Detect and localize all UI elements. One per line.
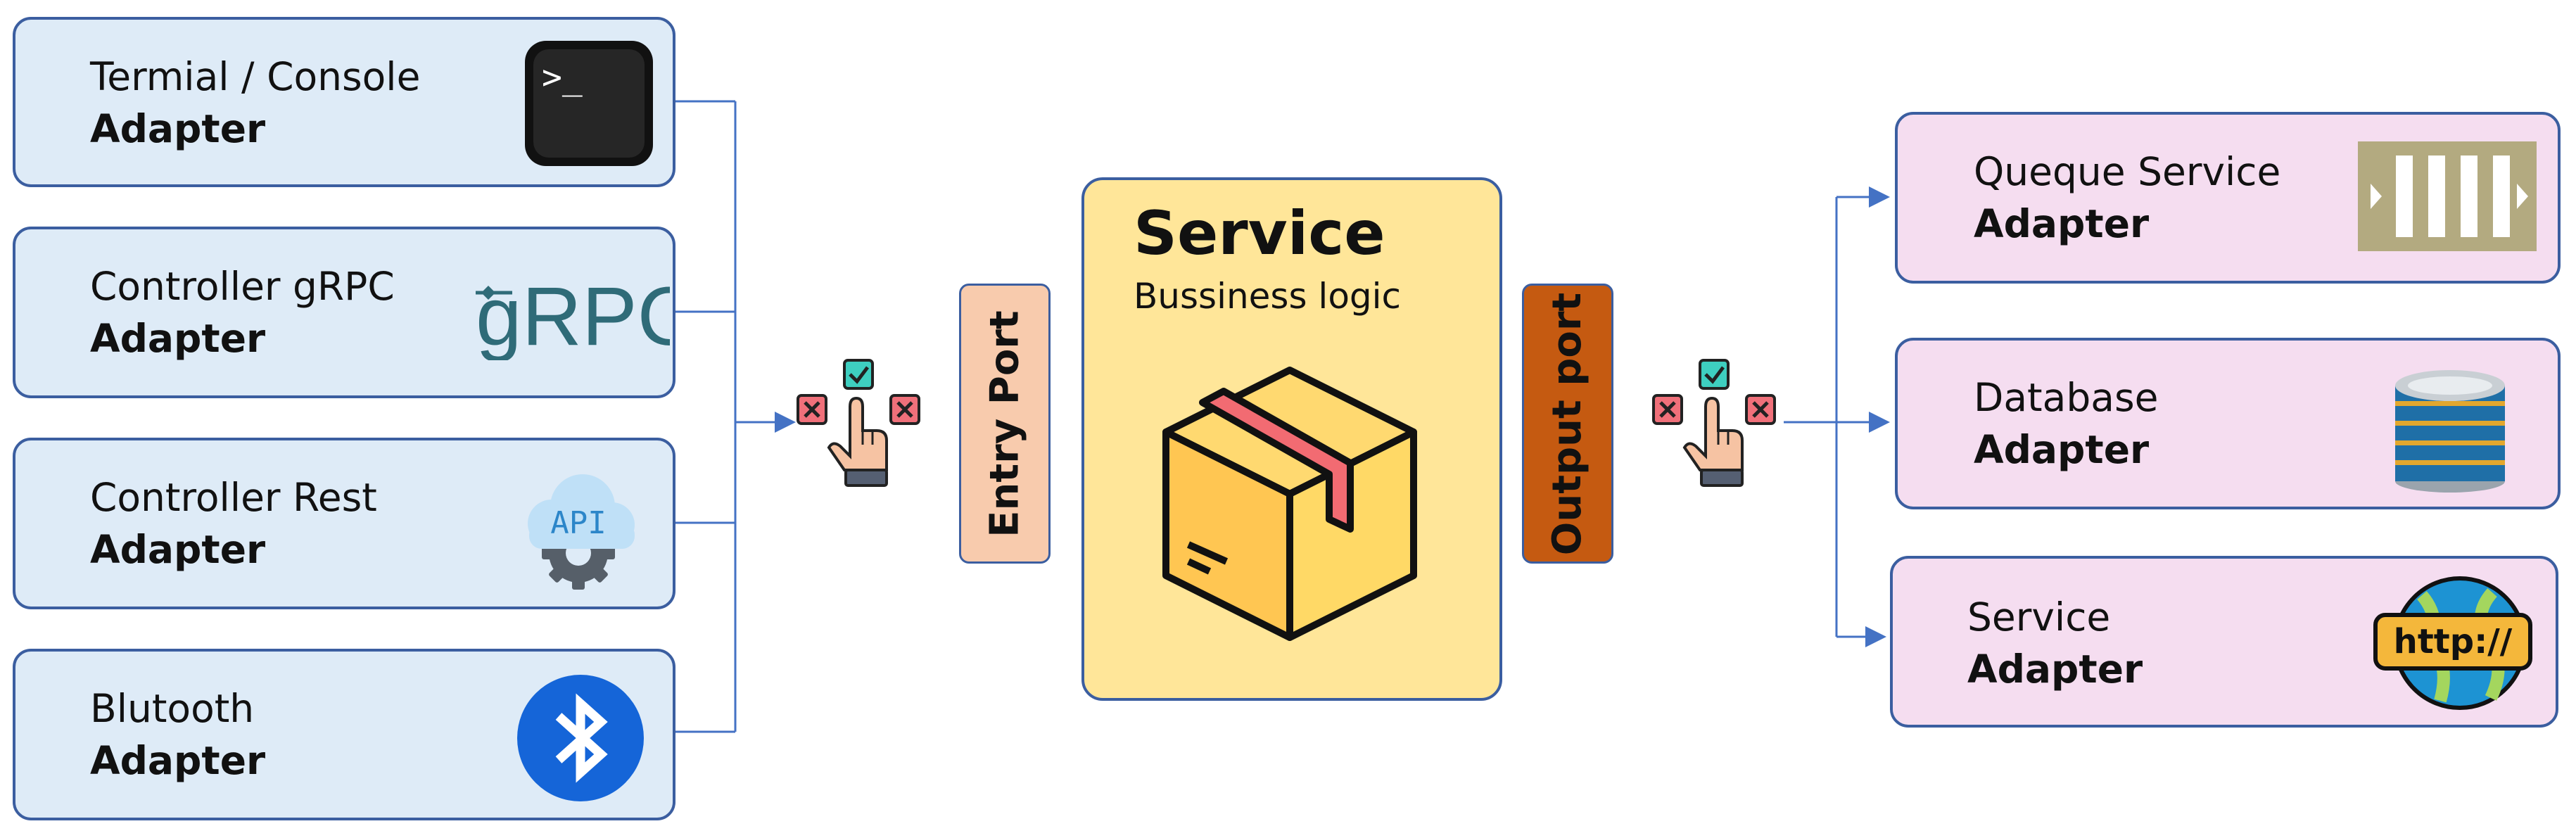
adapter-label: Adapter bbox=[1974, 427, 2150, 472]
box-package-icon bbox=[1149, 356, 1430, 652]
adapter-name: Database bbox=[1974, 375, 2159, 420]
output-port-label: Output port bbox=[1544, 292, 1591, 555]
adapter-name: Controller gRPC bbox=[90, 264, 395, 309]
choice-hand-icon bbox=[794, 357, 934, 491]
http-text: http:// bbox=[2394, 622, 2513, 661]
service-title: Service bbox=[1134, 198, 1385, 269]
adapter-label: Adapter bbox=[1974, 201, 2150, 246]
database-icon bbox=[2390, 362, 2510, 495]
entry-port-label: Entry Port bbox=[982, 310, 1028, 538]
adapter-name: Blutooth bbox=[90, 686, 255, 731]
adapter-name: Service bbox=[1967, 595, 2111, 640]
adapter-label: Adapter bbox=[90, 106, 266, 151]
controller-grpc-adapter: Controller gRPC Adapter gRPC bbox=[13, 227, 697, 398]
choice-hand-icon bbox=[1649, 357, 1790, 491]
adapter-name: Queque Service bbox=[1974, 149, 2281, 194]
grpc-logo-text: gRPC bbox=[476, 270, 670, 360]
bluetooth-adapter: Blutooth Adapter bbox=[13, 649, 675, 820]
api-cloud-gear-icon: API bbox=[508, 466, 649, 599]
api-text: API bbox=[550, 505, 606, 541]
terminal-console-adapter: Termial / Console Adapter >_ bbox=[13, 17, 675, 187]
adapter-label: Adapter bbox=[90, 527, 266, 572]
service-core: Service Bussiness logic bbox=[1081, 177, 1502, 701]
bluetooth-icon bbox=[515, 673, 646, 804]
service-subtitle: Bussiness logic bbox=[1134, 276, 1402, 317]
adapter-name: Termial / Console bbox=[90, 54, 421, 99]
adapter-label: Adapter bbox=[1967, 647, 2143, 692]
grpc-logo-icon: gRPC bbox=[466, 269, 697, 363]
adapter-name: Controller Rest bbox=[90, 475, 377, 520]
terminal-icon: >_ bbox=[522, 38, 656, 169]
terminal-prompt: >_ bbox=[542, 58, 583, 97]
queue-icon bbox=[2358, 141, 2537, 251]
adapter-label: Adapter bbox=[90, 738, 266, 783]
http-globe-icon: http:// bbox=[2373, 574, 2534, 712]
queue-service-adapter: Queque Service Adapter bbox=[1895, 112, 2561, 284]
entry-port: Entry Port bbox=[959, 284, 1051, 564]
controller-rest-adapter: Controller Rest Adapter API bbox=[13, 438, 675, 609]
output-port: Output port bbox=[1522, 284, 1613, 564]
database-adapter: Database Adapter bbox=[1895, 338, 2561, 509]
service-adapter: Service Adapter http:// bbox=[1890, 556, 2558, 728]
adapter-label: Adapter bbox=[90, 316, 266, 361]
